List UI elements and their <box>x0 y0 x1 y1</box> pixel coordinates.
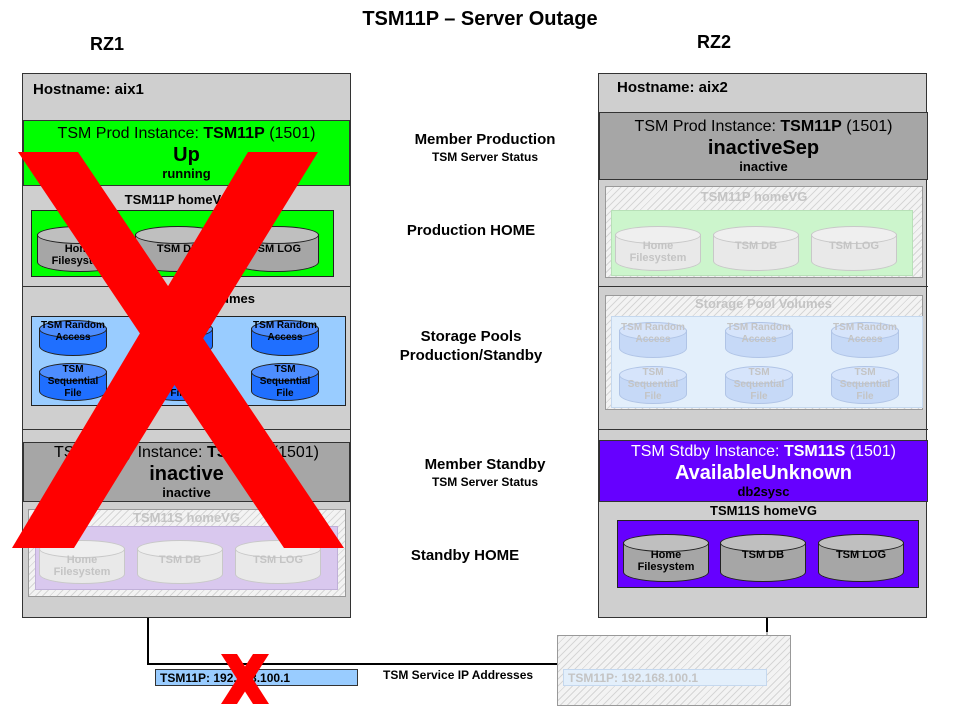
rz2-home-db-disk: TSM DB <box>713 226 799 271</box>
rz2-label: RZ2 <box>697 32 732 52</box>
rz2-home-vg-title: TSM11P homeVG <box>700 189 808 204</box>
rz2-standby-log-disk: TSM LOG <box>818 534 904 582</box>
rz1-outage-cross <box>12 152 344 548</box>
rz1-standby-state: inactive <box>149 463 224 485</box>
rz1-standby-substate: inactive <box>162 485 211 500</box>
rz1-home-vg-title: TSM11P homeVG <box>124 192 232 207</box>
rz1-network-link <box>147 618 560 665</box>
page-title: TSM11P – Server Outage <box>362 8 598 30</box>
rz1-label: RZ1 <box>90 34 125 54</box>
rz2-prod-instance-title: TSM Prod Instance: TSM11P (1501) <box>634 118 893 135</box>
rz2-pool-seq-3: TSM Sequential File <box>831 366 899 404</box>
rz2-pool-seq-1: TSM Sequential File <box>619 366 687 404</box>
rz1-pool-seq-1: TSM Sequential File <box>39 363 107 401</box>
rz1-hostname: Hostname: aix1 <box>33 81 144 98</box>
label-production-standby: Production/Standby <box>399 347 543 364</box>
rz1-pool-random-3: TSM Random Access <box>251 320 319 356</box>
label-member-standby: Member Standby <box>424 456 546 473</box>
label-service-ip: TSM Service IP Addresses <box>383 668 534 682</box>
rz1-standby-fs-disk: Home Filesystem <box>39 540 125 584</box>
label-member-production: Member Production <box>414 131 556 148</box>
rz2-standby-fs-disk: Home Filesystem <box>623 534 709 582</box>
rz2-prod-state: inactiveSep <box>707 137 820 159</box>
rz2-standby-db-disk: TSM DB <box>720 534 806 582</box>
rz2-pool-random-1: TSM Random Access <box>619 322 687 358</box>
rz2-standby-state: AvailableUnknown <box>674 462 853 484</box>
label-standby-home: Standby HOME <box>410 547 520 564</box>
rz2-standby-instance-title: TSM Stdby Instance: TSM11S (1501) <box>630 443 896 460</box>
rz2-standby-vg-title: TSM11S homeVG <box>710 503 817 518</box>
rz1-prod-substate: running <box>162 166 211 181</box>
rz2-hostname: Hostname: aix2 <box>617 79 728 96</box>
rz2-prod-substate: inactive <box>739 159 788 174</box>
rz1-pool-random-1: TSM Random Access <box>39 320 107 356</box>
rz2-pools-title: Storage Pool Volumes <box>694 296 832 311</box>
rz2-pool-random-2: TSM Random Access <box>725 322 793 358</box>
ip-outage-cross <box>221 654 269 704</box>
rz2-standby-instance: TSM Stdby Instance: TSM11S (1501) Availa… <box>599 440 928 502</box>
rz2-standby-substate: db2sysc <box>737 484 790 499</box>
label-server-status-1: TSM Server Status <box>431 150 539 164</box>
rz2-home-fs-disk: Home Filesystem <box>615 226 701 271</box>
rz2-prod-instance: TSM Prod Instance: TSM11P (1501) inactiv… <box>599 112 928 180</box>
label-production-home: Production HOME <box>406 222 536 239</box>
rz1-standby-db-disk: TSM DB <box>137 540 223 584</box>
rz2-service-ip: TSM11P: 192.168.100.1 <box>563 669 767 686</box>
rz2-host-panel: Hostname: aix2 TSM Prod Instance: TSM11P… <box>598 73 928 618</box>
rz2-pool-seq-2: TSM Sequential File <box>725 366 793 404</box>
rz1-prod-instance-title: TSM Prod Instance: TSM11P (1501) <box>57 125 316 142</box>
rz1-prod-state: Up <box>173 144 200 166</box>
label-storage-pools: Storage Pools <box>420 328 522 345</box>
rz1-standby-log-disk: TSM LOG <box>235 540 321 584</box>
rz1-standby-vg-title: TSM11S homeVG <box>133 510 240 525</box>
rz2-pool-random-3: TSM Random Access <box>831 322 899 358</box>
rz1-pool-seq-3: TSM Sequential File <box>251 363 319 401</box>
rz2-home-log-disk: TSM LOG <box>811 226 897 271</box>
label-server-status-2: TSM Server Status <box>431 475 539 489</box>
